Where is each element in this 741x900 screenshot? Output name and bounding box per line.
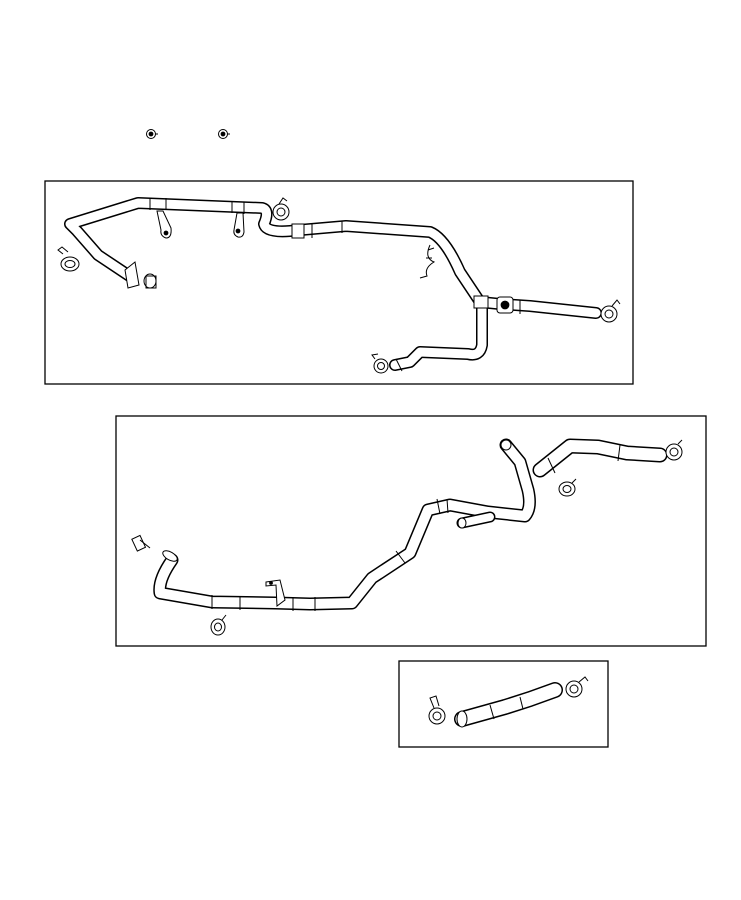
nut-left [146, 129, 158, 139]
top-hose-assembly [64, 197, 602, 372]
bottom-hose [454, 682, 563, 728]
mounting-bracket-left [156, 210, 172, 239]
top-panel-frame [44, 180, 634, 385]
hose-connector [131, 534, 151, 552]
mounting-bracket-right [233, 212, 245, 238]
top-hose-panel [44, 180, 634, 385]
spring-clamp [565, 676, 589, 698]
connector [291, 223, 305, 239]
bottom-hose-panel [398, 660, 609, 748]
middle-hose-panel [115, 415, 707, 647]
spring-clamp [210, 614, 227, 636]
mounting-bracket [265, 579, 286, 607]
middle-hose-assembly [153, 438, 668, 611]
bottom-panel-frame [398, 660, 609, 748]
spring-clamp [371, 353, 389, 374]
spring-clamp [665, 439, 683, 461]
middle-panel-frame [115, 415, 707, 647]
spring-clamp [428, 695, 446, 725]
spring-clamp [272, 197, 290, 221]
wire-retainer [419, 244, 436, 279]
spring-clamp [57, 246, 80, 272]
spring-clamp [600, 299, 621, 323]
spring-clamp [143, 273, 157, 289]
spring-clamp [558, 478, 577, 497]
nut-right [218, 129, 230, 139]
